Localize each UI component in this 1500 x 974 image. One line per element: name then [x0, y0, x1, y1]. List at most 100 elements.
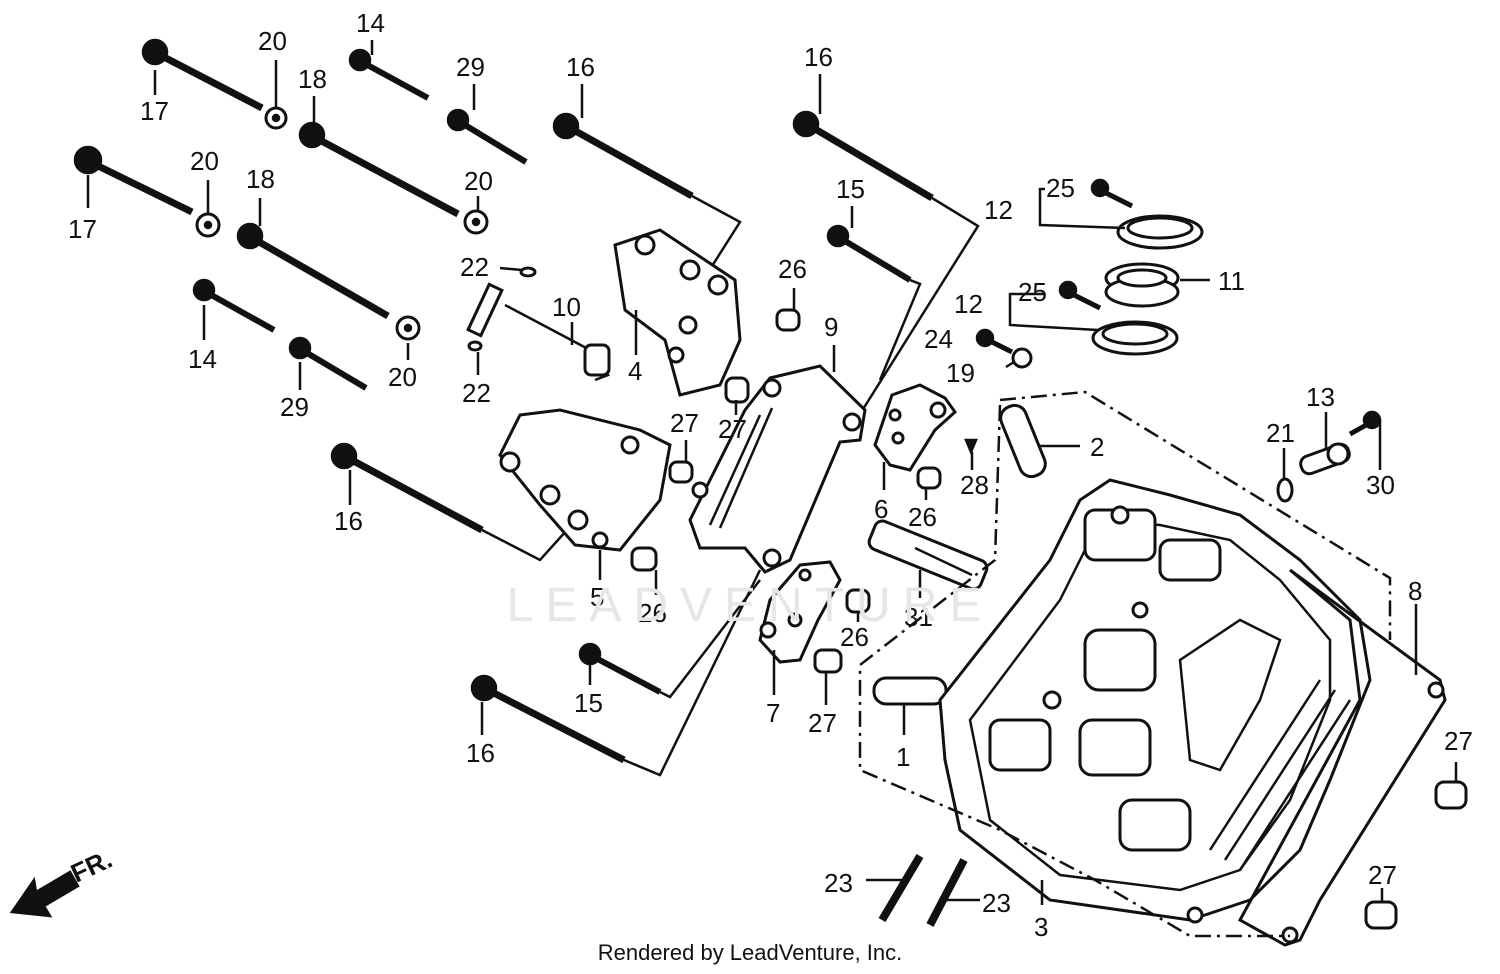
callout-23: 23 [824, 868, 853, 898]
rocker-arm-6 [873, 383, 957, 472]
washer-20-c [463, 209, 489, 235]
callout-22: 22 [462, 378, 491, 408]
rocker-arm-7 [758, 560, 842, 664]
callout-29: 29 [456, 52, 485, 82]
callout-6: 6 [874, 494, 888, 524]
callout-17: 17 [140, 96, 169, 126]
callout-21: 21 [1266, 418, 1295, 448]
dowel-27-e [1364, 900, 1398, 930]
bolt-16-b [792, 110, 980, 415]
callout-22: 22 [460, 252, 489, 282]
rendered-by-footer: Rendered by LeadVenture, Inc. [597, 940, 903, 965]
callout-15: 15 [836, 174, 865, 204]
callout-28: 28 [960, 470, 989, 500]
assembly-outline [999, 390, 1392, 640]
clip-22-b [467, 340, 483, 352]
bolt-30 [1348, 410, 1382, 437]
callout-2: 2 [1090, 432, 1104, 462]
dowel-26-a [775, 308, 801, 332]
callout-29: 29 [280, 392, 309, 422]
clip-22-a [519, 266, 537, 278]
callout-12: 12 [954, 289, 983, 319]
callout-11: 11 [1218, 266, 1245, 296]
callout-16: 16 [334, 506, 363, 536]
callout-27: 27 [670, 408, 699, 438]
seal-11 [1104, 262, 1180, 308]
rocker-holder-5 [498, 408, 672, 552]
dowel-26-b [916, 466, 942, 490]
rocker-holder-4 [613, 228, 742, 397]
bolt-29-lower [288, 336, 368, 391]
callout-26: 26 [840, 622, 869, 652]
bolt-18-lower [236, 222, 390, 320]
spark-plug-31 [867, 519, 989, 591]
bolt-14-upper [348, 48, 430, 101]
cylinder-head-3 [938, 478, 1372, 924]
bolt-29-upper [446, 108, 528, 165]
callout-20: 20 [190, 146, 219, 176]
callout-26: 26 [638, 598, 667, 628]
callout-25: 25 [1046, 173, 1075, 203]
fitting-13 [1299, 442, 1351, 476]
callout-8: 8 [1408, 576, 1422, 606]
pin-28 [964, 438, 978, 456]
callout-5: 5 [590, 582, 604, 612]
cap-12-lower [1091, 320, 1179, 356]
bolt-17-lower [73, 145, 194, 216]
callout-16: 16 [566, 52, 595, 82]
stud-23-b [926, 858, 968, 927]
dowel-27-d [1434, 780, 1468, 810]
callout-31: 31 [904, 602, 933, 632]
callouts: 17 20 14 18 29 16 16 17 20 18 20 15 25 1… [68, 8, 1473, 942]
assembly-outline-lower [858, 404, 1290, 938]
callout-14: 14 [188, 344, 217, 374]
callout-20: 20 [258, 26, 287, 56]
callout-18: 18 [246, 164, 275, 194]
callout-24: 24 [924, 324, 953, 354]
callout-9: 9 [824, 312, 838, 342]
bolt-16-d [470, 569, 762, 777]
callout-16: 16 [804, 42, 833, 72]
cap-12-upper [1116, 214, 1204, 250]
callout-10: 10 [552, 292, 581, 322]
washer-20-b [195, 212, 221, 238]
screw-25-b [1058, 280, 1102, 311]
callout-27: 27 [1444, 726, 1473, 756]
callout-12: 12 [984, 195, 1013, 225]
callout-20: 20 [464, 166, 493, 196]
callout-1: 1 [896, 742, 910, 772]
rocker-shaft-10 [466, 282, 611, 382]
head-gasket-8 [1237, 568, 1447, 947]
dowel-26-c [630, 546, 658, 572]
guide-pin-2 [999, 403, 1047, 479]
callout-26: 26 [778, 254, 807, 284]
callout-27: 27 [718, 414, 747, 444]
bolt-17-upper [141, 38, 264, 112]
bolt-14-lower [192, 278, 276, 333]
callout-15: 15 [574, 688, 603, 718]
callout-7: 7 [766, 698, 780, 728]
callout-4: 4 [628, 356, 642, 386]
bolt-15-b [578, 579, 761, 699]
callout-20: 20 [388, 362, 417, 392]
callout-30: 30 [1366, 470, 1395, 500]
callout-17: 17 [68, 214, 97, 244]
callout-3: 3 [1034, 912, 1048, 942]
washer-21 [1276, 477, 1294, 503]
watermark: LEADVENTURE [506, 579, 994, 632]
bolt-16-a [552, 112, 742, 286]
washer-20-d [395, 315, 421, 341]
bolt-15-a [826, 224, 922, 381]
callout-25: 25 [1018, 277, 1047, 307]
washer-19 [1011, 347, 1033, 369]
callout-19: 19 [946, 358, 975, 388]
guide-pin-1 [872, 676, 948, 706]
dowel-27-c [813, 648, 843, 674]
dowel-27-b [668, 460, 694, 484]
dowel-27-a [724, 376, 750, 404]
callout-14: 14 [356, 8, 385, 38]
leader-lines [86, 40, 1458, 905]
front-direction-arrow: FR. [9, 844, 117, 918]
callout-26: 26 [908, 502, 937, 532]
